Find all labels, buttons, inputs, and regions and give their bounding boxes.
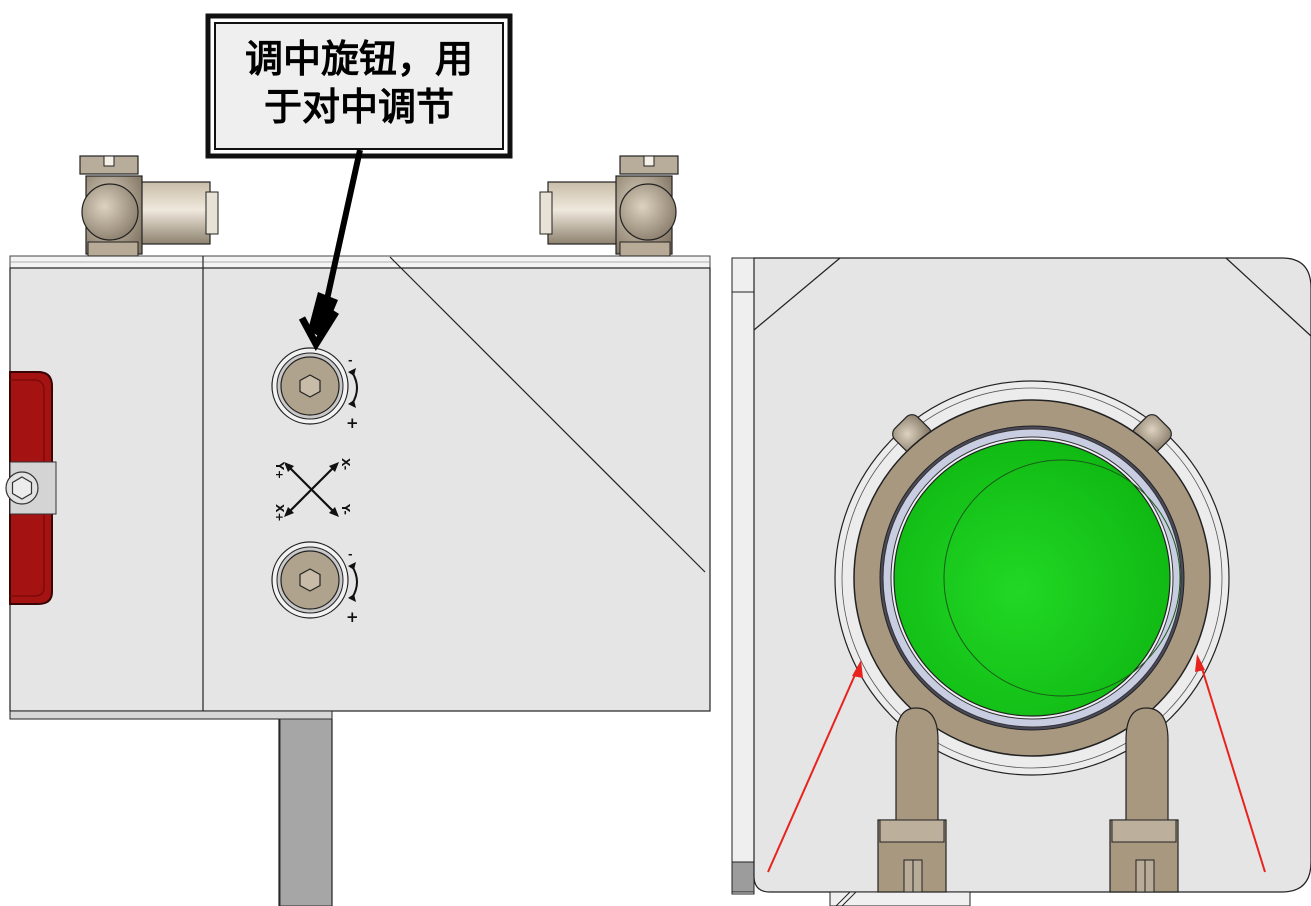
callout-line-1: 调中旋钮，用 bbox=[245, 37, 473, 81]
axis-label-lower-left: X+ bbox=[273, 504, 286, 522]
support-leg-left bbox=[877, 707, 947, 893]
hex-socket-icon bbox=[299, 374, 321, 398]
green-lens bbox=[893, 439, 1171, 717]
support-leg-right bbox=[1109, 707, 1179, 893]
knob-bottom-plus: + bbox=[346, 608, 359, 626]
support-post bbox=[279, 718, 333, 906]
knob-top-minus: - bbox=[348, 354, 353, 367]
fitting-top-right bbox=[539, 155, 679, 257]
left-view: - + Y+ X- X+ Y- - + bbox=[5, 13, 711, 906]
callout-line-2: 于对中调节 bbox=[264, 85, 454, 129]
top-rail bbox=[9, 255, 711, 270]
hex-socket-icon bbox=[299, 568, 321, 592]
red-arrow-left bbox=[767, 660, 863, 873]
knob-bottom[interactable]: - + bbox=[271, 541, 359, 626]
callout-box: 调中旋钮，用 于对中调节 bbox=[205, 13, 513, 159]
cross-axis-icon: Y+ X- X+ Y- bbox=[273, 458, 352, 522]
axis-label-upper-left: Y+ bbox=[273, 461, 286, 479]
pointer-arrow-icon bbox=[298, 149, 363, 351]
knob-top-plus: + bbox=[346, 414, 359, 432]
main-panel bbox=[9, 267, 711, 712]
knob-top[interactable]: - + bbox=[271, 347, 359, 432]
knob-bottom-minus: - bbox=[348, 548, 353, 561]
axis-label-upper-right: X- bbox=[339, 458, 352, 470]
right-view bbox=[731, 257, 1311, 906]
red-arrow-right bbox=[1195, 654, 1266, 873]
axis-label-lower-right: Y- bbox=[339, 503, 352, 515]
fitting-top-left bbox=[79, 155, 219, 257]
chamfer-line bbox=[389, 256, 706, 573]
bottom-plate bbox=[9, 710, 333, 720]
red-handle bbox=[5, 371, 57, 605]
